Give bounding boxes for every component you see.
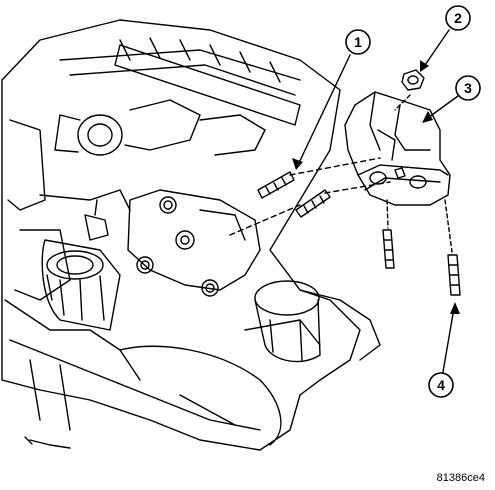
nut	[401, 69, 425, 91]
callout-3: 3	[455, 75, 481, 101]
arrowheads	[292, 60, 460, 314]
stud-left	[257, 171, 295, 199]
callout-4: 4	[428, 372, 454, 398]
callout-4-label: 4	[437, 377, 445, 393]
callout-1: 1	[345, 29, 371, 55]
stud-lower-right	[447, 254, 461, 296]
callout-2-label: 2	[454, 10, 462, 26]
oil-filter-adapter	[41, 239, 121, 331]
leader-lines	[297, 29, 459, 373]
engine-block	[1, 19, 381, 451]
oil-filter	[254, 280, 321, 363]
stud-lower-left	[382, 229, 395, 269]
center-bracket	[127, 189, 261, 297]
callout-3-label: 3	[464, 80, 472, 96]
callout-2: 2	[445, 5, 471, 31]
mount-bracket	[344, 91, 451, 206]
callout-1-label: 1	[354, 34, 362, 50]
figure-id: 81386ce4	[436, 472, 485, 484]
stud-right	[295, 189, 331, 218]
